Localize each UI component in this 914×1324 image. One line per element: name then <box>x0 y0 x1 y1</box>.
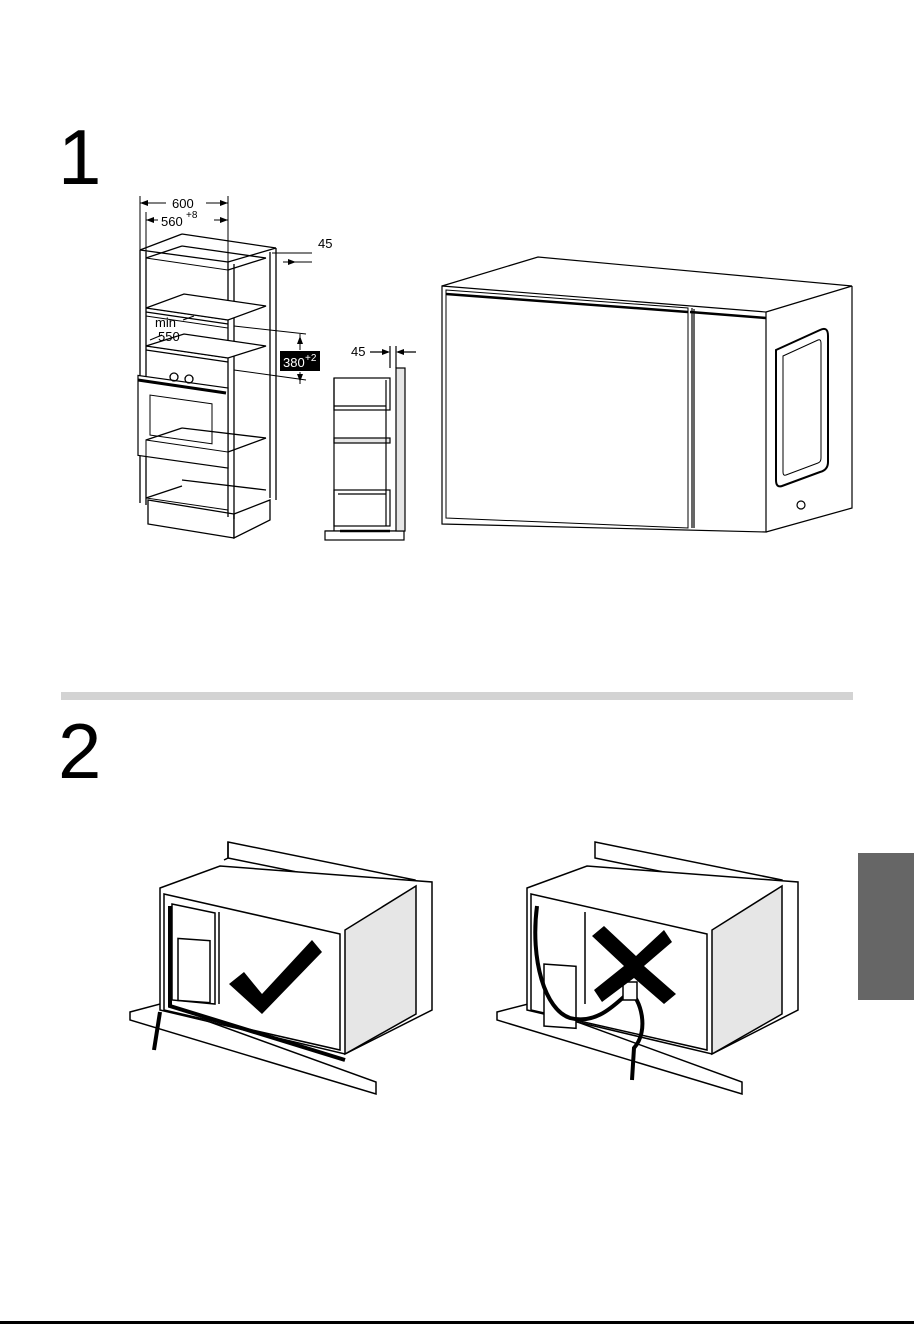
dim-min-label: min <box>155 315 176 330</box>
tall-cabinet-diagram <box>138 234 276 538</box>
side-gap-arrowheads <box>382 349 404 355</box>
dim-min-depth: 550 <box>158 329 180 344</box>
side-section-diagram <box>325 346 416 540</box>
dim-side-gap: 45 <box>351 344 365 359</box>
correct-installation-diagram <box>130 842 432 1094</box>
dim-width-inner: 560 <box>161 214 183 229</box>
microwave-appliance-diagram <box>442 257 852 532</box>
dim-height-opening-tolerance: +2 <box>305 353 317 364</box>
dim-depth-gap: 45 <box>318 236 332 251</box>
incorrect-installation-diagram <box>497 842 798 1094</box>
dim-width-outer: 600 <box>172 196 194 211</box>
dim-height-opening: 380 <box>283 355 305 370</box>
dim-width-inner-tolerance: +8 <box>186 210 198 221</box>
